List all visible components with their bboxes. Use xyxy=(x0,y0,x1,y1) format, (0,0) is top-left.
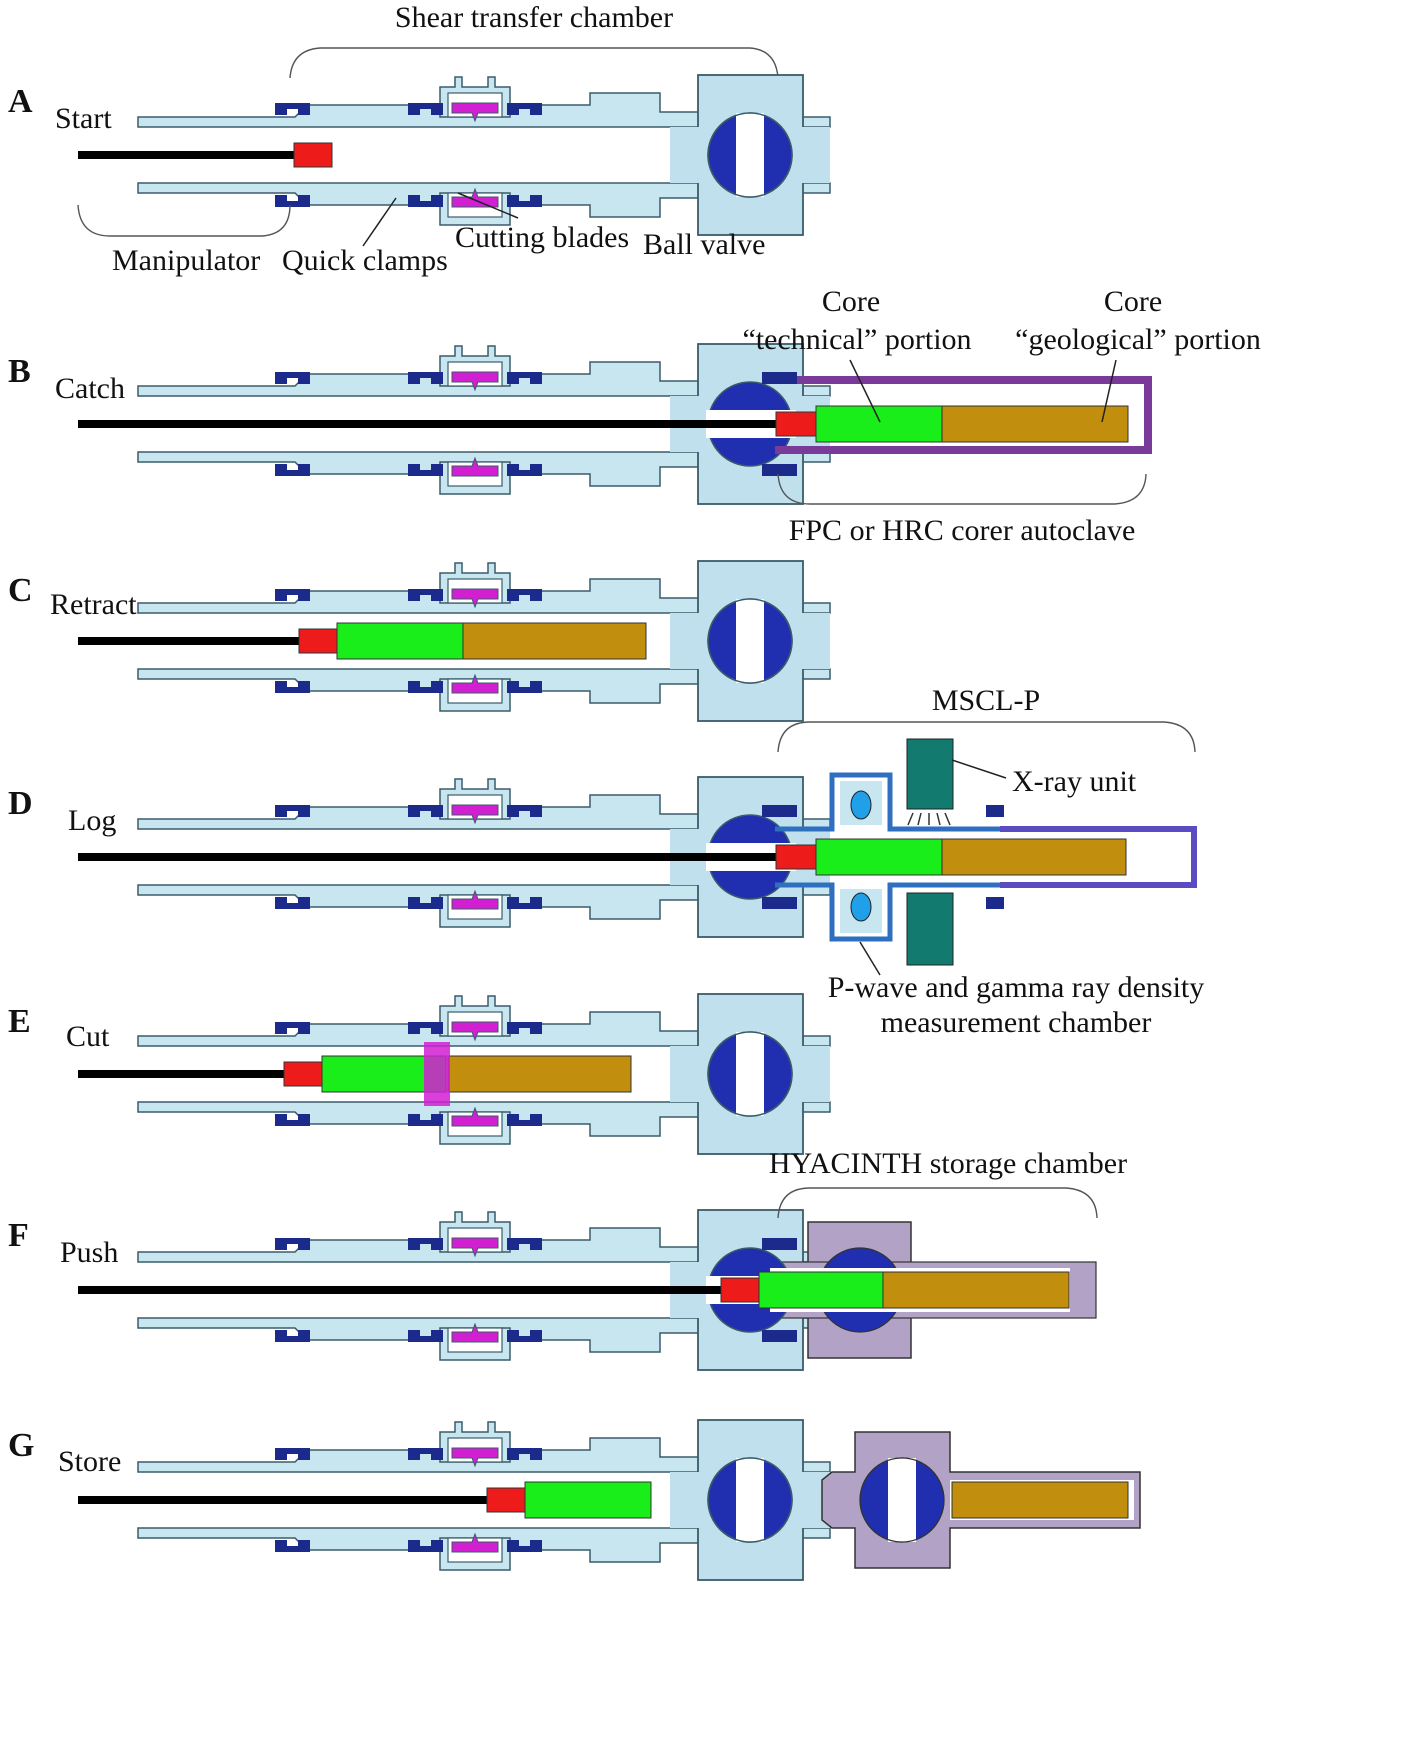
pwave-label-line1: P-wave and gamma ray density xyxy=(828,971,1205,1004)
quick-clamps-leader xyxy=(362,197,397,247)
step-label-retract: Retract xyxy=(50,588,137,621)
manipulator-head xyxy=(293,142,333,168)
manipulator-rod xyxy=(78,420,778,428)
panel-letter-b: B xyxy=(8,353,31,390)
manipulator-head xyxy=(298,628,338,654)
panel-e xyxy=(78,993,831,1155)
chamber-bracket xyxy=(289,47,779,79)
core-technical-portion xyxy=(815,405,943,443)
manipulator-rod xyxy=(78,637,300,645)
manipulator-rod xyxy=(78,1496,490,1504)
autoclave-label: FPC or HRC corer autoclave xyxy=(789,514,1136,547)
core-geological-portion xyxy=(941,405,1129,443)
core-geological-portion xyxy=(447,1055,632,1093)
panel-f xyxy=(78,1209,1097,1371)
mscl-bracket xyxy=(777,721,1196,753)
manipulator-rod xyxy=(78,151,298,159)
hyacinth-tube xyxy=(1000,826,1197,888)
step-label-catch: Catch xyxy=(55,372,125,405)
cutting-blades-leader xyxy=(457,192,519,219)
shear-transfer-chamber-label-group: Shear transfer chamber xyxy=(289,1,779,79)
manipulator-rod xyxy=(78,1070,286,1078)
manipulator-head xyxy=(486,1487,526,1513)
xray-beam-lines xyxy=(907,812,951,826)
panel-g xyxy=(78,1419,1141,1581)
panel-letter-d: D xyxy=(8,785,33,822)
core-technical-portion xyxy=(336,622,464,660)
core-geological-portion xyxy=(941,838,1127,876)
shear-transfer-chamber-label: Shear transfer chamber xyxy=(395,1,673,34)
xray-detector-lower xyxy=(906,892,954,966)
panel-d xyxy=(78,738,1197,966)
core-geological-leader xyxy=(1101,359,1117,423)
cutting-blades-engaged xyxy=(424,1042,450,1106)
step-label-log: Log xyxy=(68,804,116,837)
core-technical-portion xyxy=(524,1481,652,1519)
xray-leader xyxy=(951,759,1007,779)
step-label-start: Start xyxy=(55,102,112,135)
core-technical-leader xyxy=(849,359,881,423)
pwave-transducer-upper xyxy=(850,790,872,820)
core-technical-portion xyxy=(815,838,943,876)
xray-unit-upper xyxy=(906,738,954,810)
pwave-label-line2: measurement chamber xyxy=(881,1006,1152,1039)
ball-valve-label: Ball valve xyxy=(643,228,765,261)
manipulator-head xyxy=(775,411,817,437)
manipulator-rod xyxy=(78,1286,723,1294)
hyacinth-storage-chamber xyxy=(821,1431,1141,1569)
core-technical-subtitle: “technical” portion xyxy=(742,323,971,356)
panel-letter-g: G xyxy=(8,1427,34,1464)
corer-autoclave xyxy=(775,376,1152,454)
core-technical-title: Core xyxy=(822,285,880,318)
panel-c xyxy=(78,560,831,722)
step-label-push: Push xyxy=(60,1236,118,1269)
step-label-store: Store xyxy=(58,1445,121,1478)
hyacinth-label: HYACINTH storage chamber xyxy=(769,1147,1127,1180)
pwave-transducer-lower xyxy=(850,892,872,922)
manipulator-bracket xyxy=(77,204,291,237)
mscl-label: MSCL-P xyxy=(932,684,1040,717)
core-geological-portion xyxy=(951,1481,1129,1519)
quick-clamps-label: Quick clamps xyxy=(282,244,448,277)
manipulator-head xyxy=(775,844,817,870)
core-geological-title: Core xyxy=(1104,285,1162,318)
manipulator-rod xyxy=(78,853,778,861)
pwave-leader xyxy=(859,941,881,976)
panel-letter-f: F xyxy=(8,1217,29,1254)
panel-a xyxy=(78,74,831,236)
xray-unit-label: X-ray unit xyxy=(1012,765,1137,798)
autoclave-bracket xyxy=(777,473,1147,505)
cutting-blades-label: Cutting blades xyxy=(455,221,629,254)
hyacinth-bracket xyxy=(777,1187,1098,1219)
core-geological-subtitle: “geological” portion xyxy=(1015,323,1261,356)
manipulator-label: Manipulator xyxy=(112,244,260,277)
panel-letter-a: A xyxy=(8,83,33,120)
panel-letter-c: C xyxy=(8,572,33,609)
manipulator-head xyxy=(720,1277,760,1303)
core-geological-portion xyxy=(462,622,647,660)
step-label-cut: Cut xyxy=(66,1020,110,1053)
core-geological-portion xyxy=(882,1271,1070,1309)
panel-letter-e: E xyxy=(8,1003,31,1040)
panel-b xyxy=(78,343,1152,505)
manipulator-head xyxy=(283,1061,323,1087)
core-technical-portion xyxy=(758,1271,884,1309)
